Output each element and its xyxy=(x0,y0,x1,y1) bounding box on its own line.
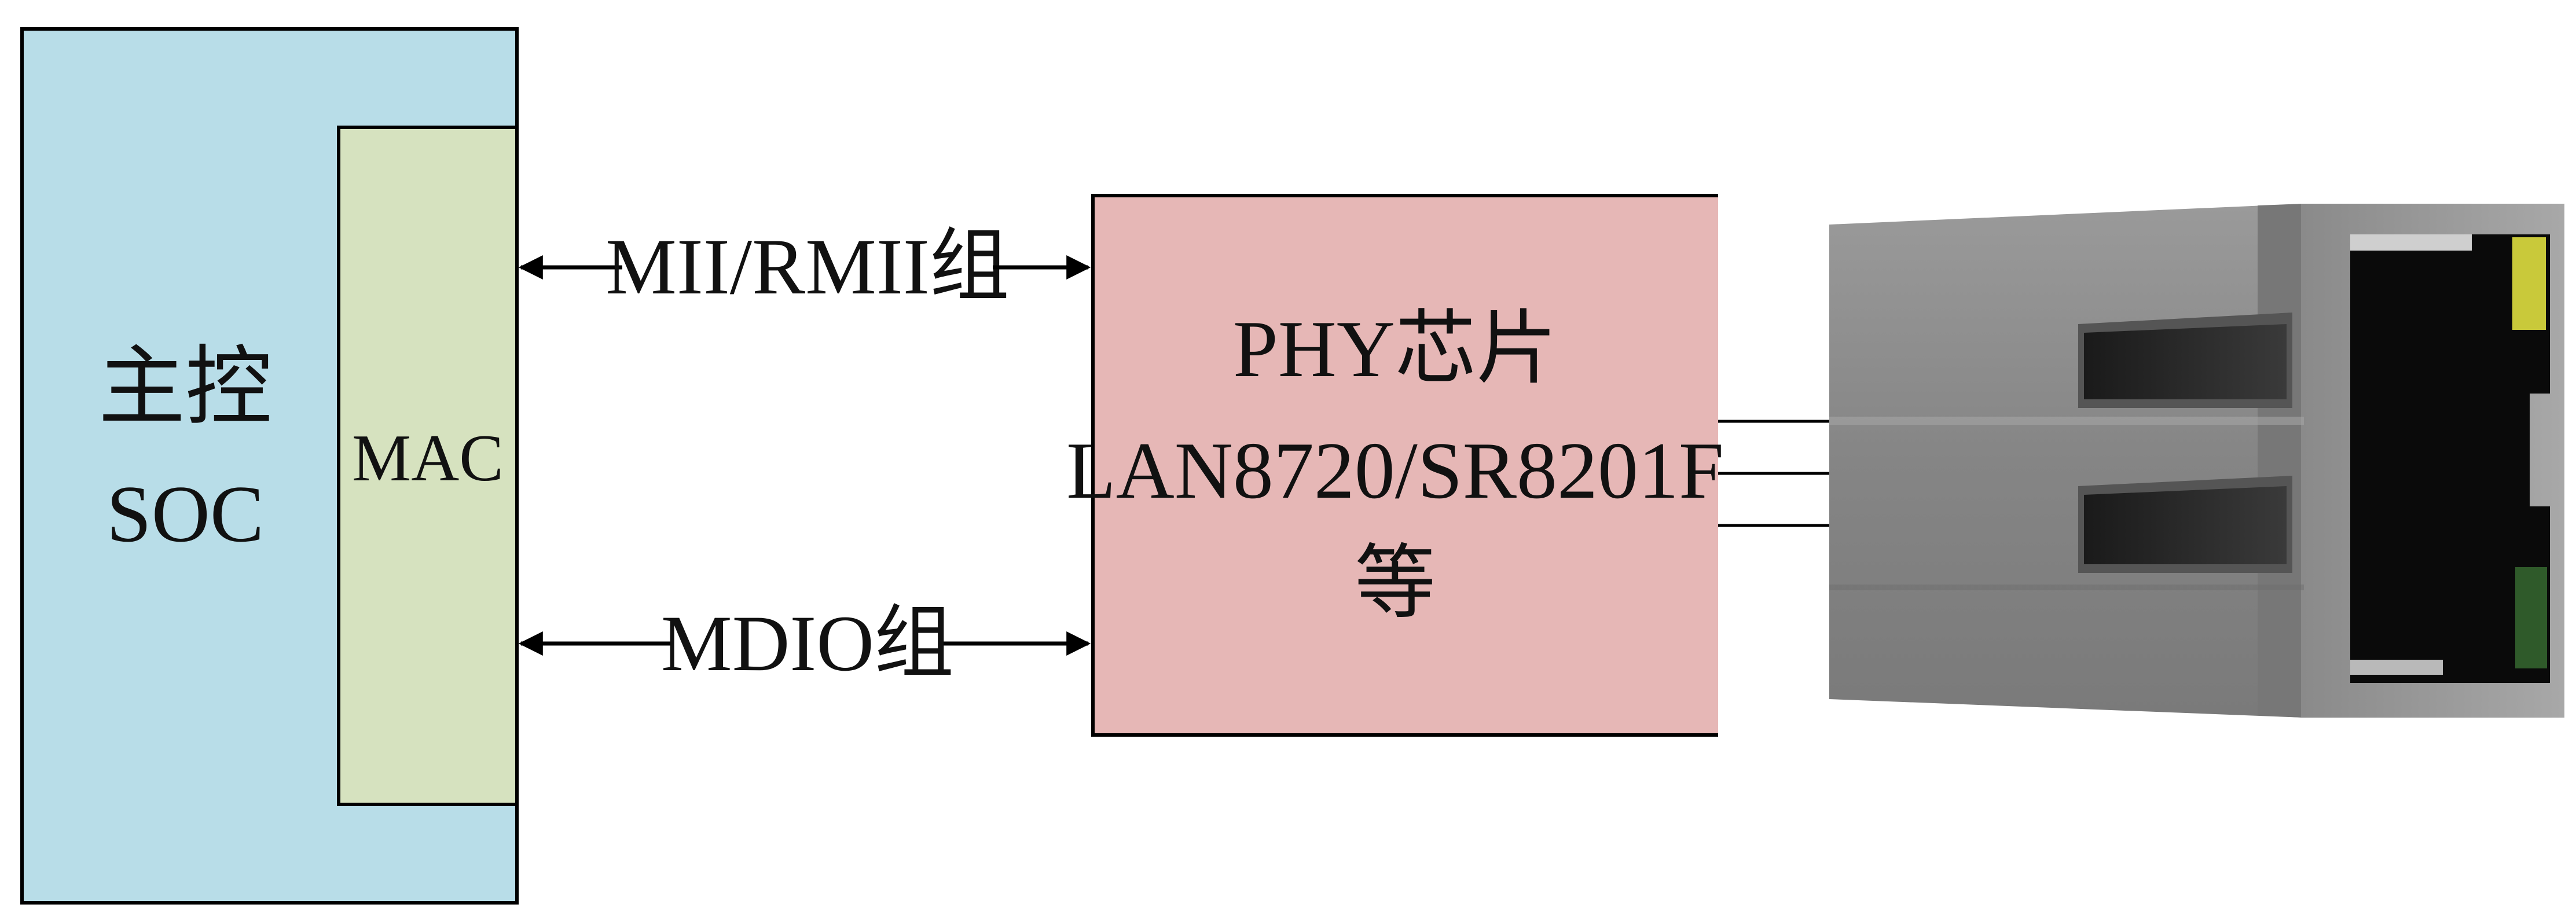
phy-label-line2: LAN8720/SR8201F xyxy=(1066,426,1724,516)
rj45-ethernet-jack-icon xyxy=(1829,204,2564,718)
soc-label-line1: 主控 xyxy=(98,340,272,436)
mii-rmii-label: MII/RMII组 xyxy=(606,222,1010,311)
phy-box xyxy=(1093,196,1718,735)
phy-label-line1: PHY芯片 xyxy=(1233,304,1557,394)
phy-box-border xyxy=(1091,194,1718,737)
mac-box xyxy=(337,126,519,806)
mac-label: MAC xyxy=(352,421,504,495)
soc-label-line2: SOC xyxy=(107,469,264,559)
mdio-label: MDIO组 xyxy=(661,599,954,688)
phy-label-line3: 等 xyxy=(1355,539,1436,628)
